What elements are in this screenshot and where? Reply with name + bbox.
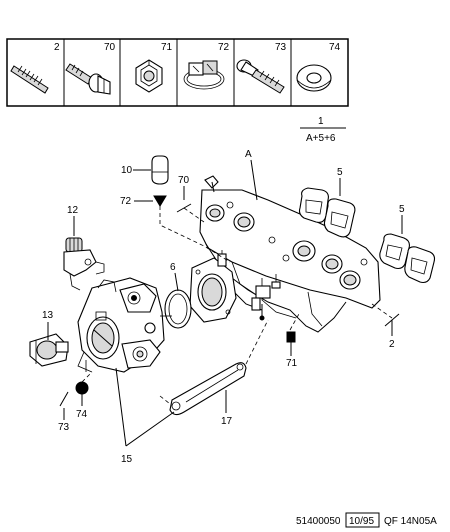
rubber-plug bbox=[151, 155, 169, 185]
callout-2: 2 bbox=[389, 339, 395, 350]
bolt-with-washer-icon bbox=[65, 63, 111, 95]
legend-number-73: 73 bbox=[275, 42, 287, 53]
callout-13: 13 bbox=[42, 310, 54, 321]
callout-72: 72 bbox=[120, 196, 132, 207]
callout-70: 70 bbox=[178, 175, 190, 186]
legend-number-2: 2 bbox=[54, 42, 60, 53]
callout-5-lower: 5 bbox=[399, 204, 405, 215]
fixing-washer bbox=[75, 381, 89, 395]
throttle-body bbox=[77, 277, 172, 373]
footer-reference: 51400050 bbox=[296, 516, 341, 527]
callout-73: 73 bbox=[58, 422, 70, 433]
callout-17: 17 bbox=[221, 416, 233, 427]
footer-date: 10/95 bbox=[349, 516, 374, 527]
assembly-formula: A+5+6 bbox=[306, 133, 336, 144]
legend-number-71: 71 bbox=[161, 42, 173, 53]
callout-71: 71 bbox=[286, 358, 298, 369]
throttle-sensor bbox=[63, 237, 105, 291]
callout-12: 12 bbox=[67, 205, 79, 216]
stud-icon bbox=[10, 65, 49, 94]
socket-screw-icon bbox=[236, 59, 285, 94]
o-ring-seal bbox=[164, 289, 192, 329]
hex-nut-icon bbox=[135, 59, 163, 93]
legend-number-74: 74 bbox=[329, 42, 341, 53]
callout-10: 10 bbox=[121, 165, 133, 176]
clamp-marker bbox=[153, 195, 167, 207]
legend-number-70: 70 bbox=[104, 42, 116, 53]
callout-6: 6 bbox=[170, 262, 176, 273]
intake-manifold bbox=[189, 175, 381, 333]
manifold-nut bbox=[286, 331, 296, 343]
footer-code: QF 14N05A bbox=[384, 516, 437, 527]
legend-number-72: 72 bbox=[218, 42, 230, 53]
gasket-pair-lower bbox=[379, 233, 436, 284]
assembly-number: 1 bbox=[318, 116, 324, 127]
callout-15: 15 bbox=[121, 454, 133, 465]
callout-74: 74 bbox=[76, 409, 88, 420]
hose-clamp-icon bbox=[183, 60, 225, 90]
washer-icon bbox=[296, 64, 332, 92]
gasket-pair-upper bbox=[298, 187, 356, 238]
callout-5-upper: 5 bbox=[337, 167, 343, 178]
support-bracket bbox=[169, 362, 247, 416]
callout-a: A bbox=[245, 149, 252, 160]
idle-solenoid bbox=[29, 333, 69, 367]
legend-strip: 2 70 71 72 73 74 bbox=[6, 38, 349, 107]
